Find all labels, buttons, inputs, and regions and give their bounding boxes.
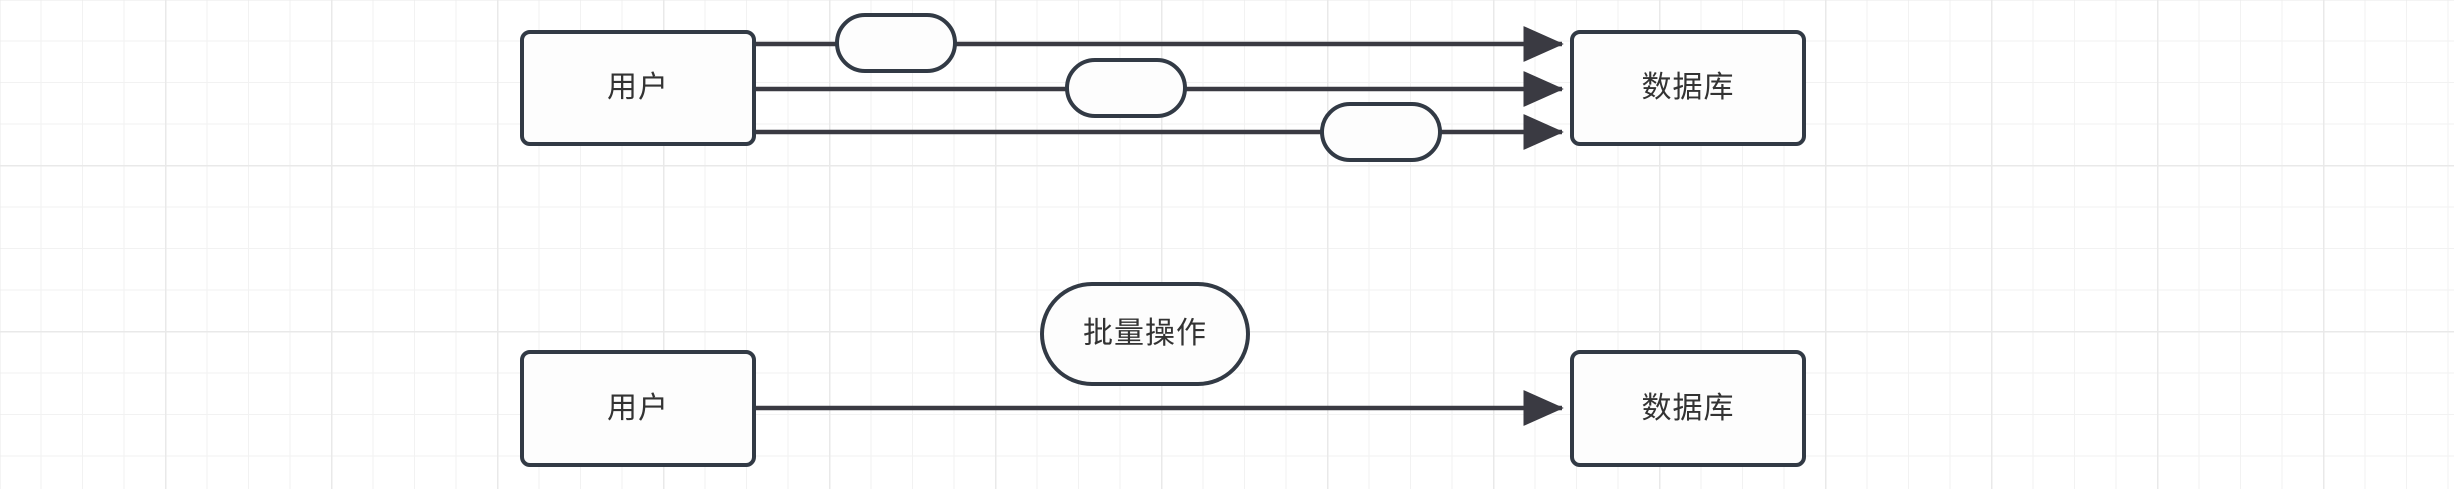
node-operation-pill-3[interactable] [1320,102,1442,162]
node-database-bottom[interactable]: 数据库 [1570,350,1806,467]
node-user-top[interactable]: 用户 [520,30,756,146]
node-operation-pill-2[interactable] [1065,58,1187,118]
node-user-bottom[interactable]: 用户 [520,350,756,467]
node-label: 数据库 [1641,70,1735,105]
node-label: 用户 [607,390,669,426]
node-label: 批量操作 [1083,316,1207,351]
node-label: 用户 [607,70,669,105]
node-label: 数据库 [1641,390,1735,426]
node-batch-operation[interactable]: 批量操作 [1040,282,1250,386]
node-database-top[interactable]: 数据库 [1570,30,1806,146]
node-operation-pill-1[interactable] [835,13,957,73]
